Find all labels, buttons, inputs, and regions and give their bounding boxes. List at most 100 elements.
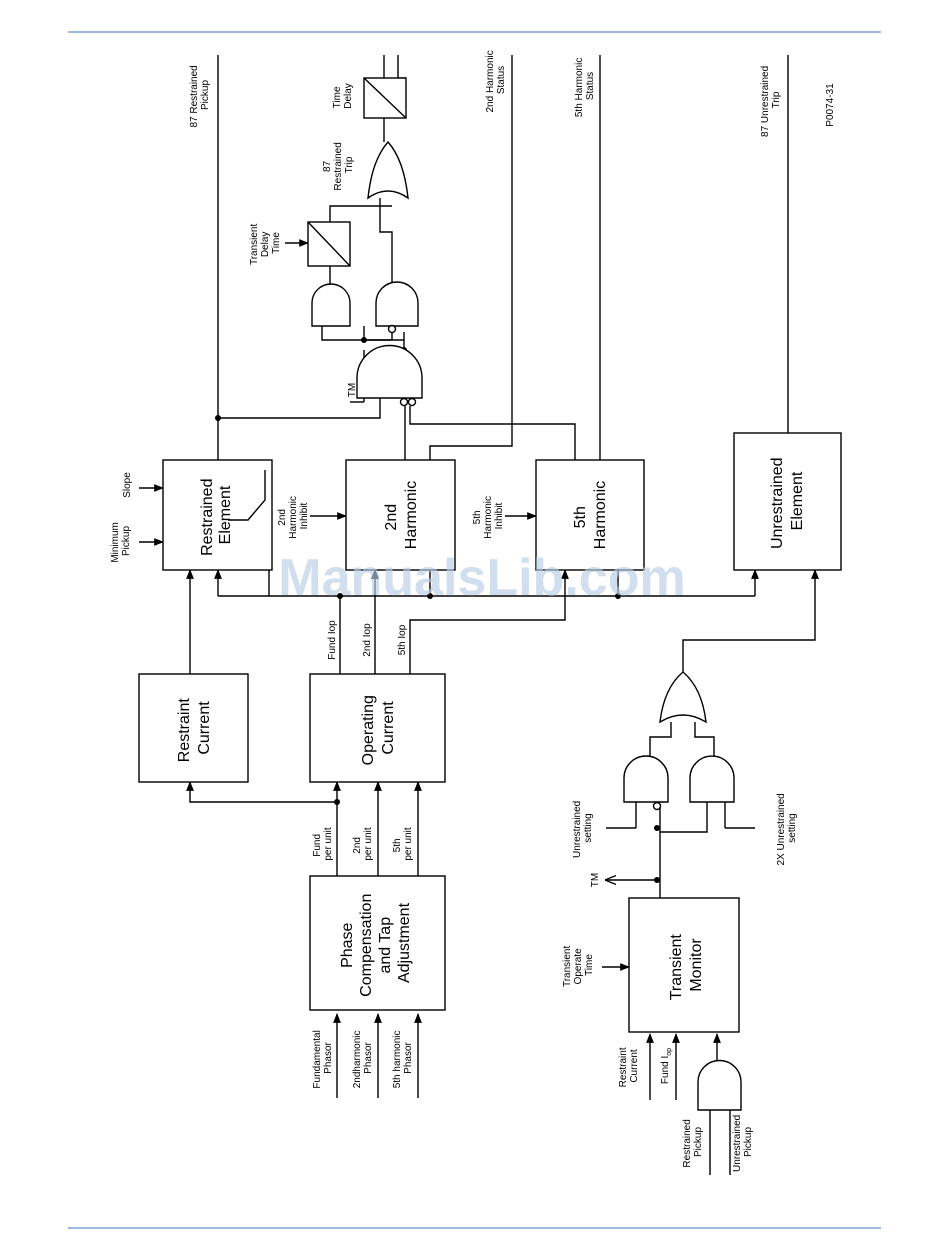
block-label-line: Current [196,701,213,755]
block-label-line: 2nd [383,504,400,531]
unrestrained-setting-label: Unrestrained [572,801,583,858]
block-label-line: Compensation [358,894,375,997]
and-gate-left [311,283,351,327]
svg-text:Transient Delay Ti: Transient Delay Time [249,221,282,265]
unrestrained-trip-label: Trip [771,91,782,108]
fund-iop-label: Fund Iop [327,620,338,660]
svg-text:87 Restrained Trip: 87 Restrained Trip [322,139,355,190]
unrestrained-trip-label: 87 Unrestrained [760,66,771,137]
operating-current-block: Operating Current [309,673,446,783]
svg-text:87 Restrained Pickup: 87 Restrained Pickup [189,62,211,127]
phase-compensation-block: Phase Compensation and Tap Adjustment [309,875,446,1011]
pickup-and-gate [697,1059,742,1111]
unrestrained-pickup-input-label: Pickup [743,1127,754,1157]
trip-or-gate [367,140,409,200]
svg-text:2nd Iop: 2nd Iop [362,623,373,657]
block-label-line: and Tap [377,917,394,974]
bottom-rule [68,1227,881,1229]
top-rule [68,31,881,33]
block-label-line: Current [380,701,397,755]
fifth-harmonic-status-label: 5th Harmonic [574,58,585,117]
second-iop-label: 2nd Iop [362,623,373,657]
twox-unrestrained-setting-label: 2X Unrestrained [776,793,787,865]
unrestrained-and-gate-right [689,755,735,803]
svg-text:5th Harmonic Status: 5th Harmonic Status [574,55,596,117]
unrestrained-and-gate-left [623,755,669,811]
second-per-unit-label: 2nd [352,837,363,854]
fund-per-unit-label: Fund [312,834,323,857]
svg-text:P0074-31: P0074-31 [825,83,836,127]
block-label-line: Element [789,471,806,530]
unrestrained-setting-label: setting [583,813,594,842]
twox-unrestrained-setting-label: setting [787,813,798,842]
fund-per-unit-label: per unit [323,827,334,861]
block-label-line: Operating [360,695,377,765]
fund-iop-input-label: Fund I [660,1056,671,1084]
svg-text:TM: TM [347,383,358,397]
svg-text:2nd Harmonic: 2nd Harmonic [383,481,420,549]
restrained-trip-label: 87 [322,160,333,172]
transient-operate-time-label: Time [584,954,595,976]
svg-text:2ndharmonic Phasor: 2ndharmonic Phasor [352,1028,374,1089]
time-delay-label: Time [332,86,343,108]
fifth-per-unit-label: 5th [392,838,403,852]
minimum-pickup-label: Pickup [121,526,132,556]
tm-label-bottom: TM [590,873,601,887]
restraint-current-block: Restraint Current [138,673,249,783]
fifth-harmonic-block: 5th Harmonic [535,459,645,571]
restraint-current-input-label: Restraint [618,1047,629,1087]
restrained-pickup-input-label: Pickup [693,1127,704,1157]
fifth-harmonic-inhibit-label: Inhibit [494,502,505,529]
block-label-line: Restraint [176,698,193,763]
fifth-iop-label: 5th Iop [397,624,408,655]
unrestrained-element-block: Unrestrained Element [733,432,842,571]
block-label-line: Restrained [199,479,216,556]
block-label-line: Element [217,485,234,544]
second-harmonic-phasor-label: Phasor [363,1041,374,1073]
svg-text:Fund Iop: Fund Iop [660,1048,673,1084]
second-harmonic-status-label: Status [496,66,507,94]
restrained-element-block: Restrained Element [162,459,273,571]
svg-text:5th Harmonic: 5th Harmonic [572,481,609,549]
watermark: ManualsLib.com [278,549,685,607]
svg-text:Operating Current: Operating Current [360,691,397,766]
transient-delay-timer [307,221,351,267]
svg-text:5th harmonic Phasor: 5th harmonic Phasor [392,1028,414,1089]
svg-text:2nd per unit: 2nd per unit [352,827,374,861]
svg-text:Restraint Current: Restraint Current [176,694,213,762]
transient-delay-time-label: Delay [260,232,271,258]
restrained-trip-label: Trip [344,156,355,173]
block-label-line: Adjustment [396,902,413,983]
transient-delay-time-label: Transient [249,224,260,266]
svg-text:Fund Iop: Fund Iop [327,620,338,660]
svg-text:Unrestrained Element: Unrestrained Element [769,453,806,549]
second-harmonic-inhibit-label: 2nd [277,509,288,526]
time-delay-label: Delay [343,83,354,109]
fund-iop-input-subscript: op [666,1048,673,1056]
svg-text:Fundamental Phasor: Fundamental Phasor [312,1027,334,1088]
block-label-line: 5th [572,506,589,528]
svg-text:Transient Operate: Transient Operate Time [562,943,595,987]
svg-text:Minimum Pickup: Minimum Pickup [110,519,132,562]
second-harmonic-block: 2nd Harmonic [345,459,456,571]
svg-text:2X Unrestrained setting: 2X Unrestrained setting [776,790,798,865]
block-label-line: Harmonic [592,481,609,549]
time-delay-timer [363,77,407,119]
svg-text:Restrained Pickup: Restrained Pickup [682,1116,704,1167]
slope-label: Slope [122,472,133,498]
restrained-pickup-input-label: Restrained [682,1119,693,1167]
fifth-harmonic-inhibit-label: 5th [472,510,483,524]
svg-text:Transient Monitor: Transient Monitor [668,930,705,1001]
svg-text:Unrestrained setting: Unrestrained setting [572,798,594,858]
block-label-line: Unrestrained [769,457,786,549]
harmonic-and-gate [356,344,423,407]
junction-dots [215,337,660,883]
transient-delay-time-label: Time [271,232,282,254]
minimum-pickup-label: Minimum [110,522,121,563]
svg-text:5th Iop: 5th Iop [397,624,408,655]
unrestrained-pickup-input-label: Unrestrained [732,1115,743,1172]
unrestrained-or-gate [659,671,707,724]
second-harmonic-status-label: 2nd Harmonic [485,50,496,112]
svg-text:Fund per unit: Fund per unit [312,827,334,861]
